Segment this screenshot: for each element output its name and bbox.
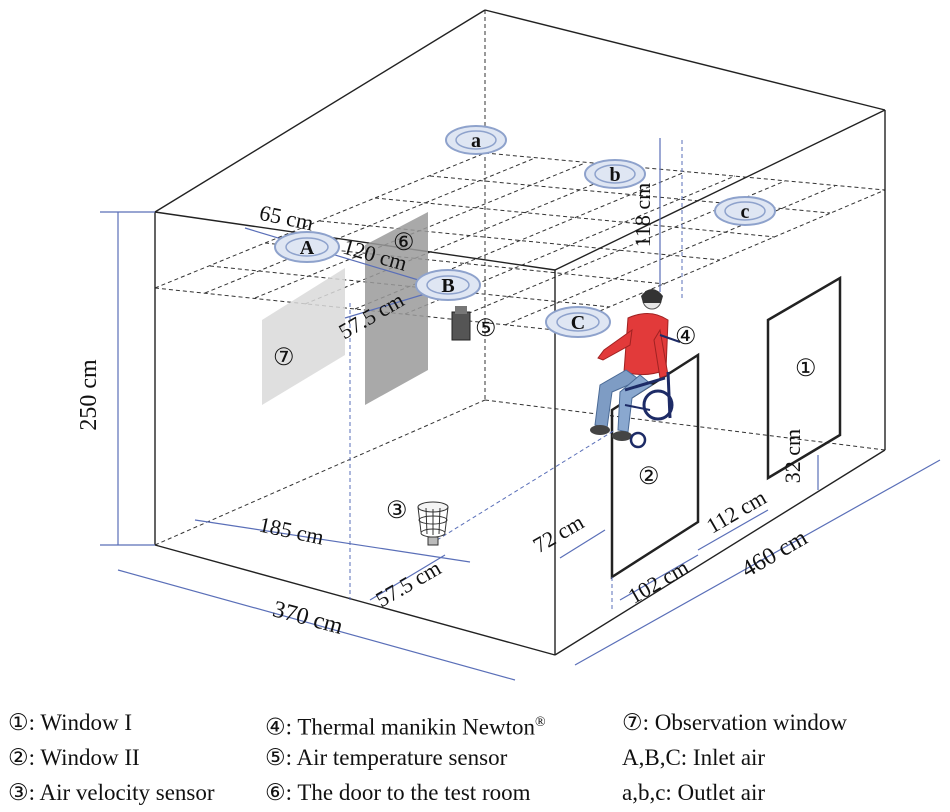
- legend-item-outlet-air: a,b,c: Outlet air: [622, 779, 765, 807]
- outlet-vent-b: b: [584, 159, 646, 189]
- inlet-label-b: B: [441, 275, 454, 297]
- legend-text: : Observation window: [642, 710, 848, 735]
- legend-marker: ①: [8, 710, 29, 735]
- legend-text: : Window II: [28, 745, 140, 770]
- legend-marker: ③: [8, 780, 29, 805]
- inlet-label-c: C: [571, 312, 585, 334]
- marker-window-ii: ②: [638, 464, 660, 490]
- dim-window-gap: 112 cm: [702, 485, 770, 539]
- legend-item-air-velocity-sensor: ③: Air velocity sensor: [8, 779, 215, 807]
- legend-text: A,B,C: Inlet air: [622, 745, 766, 770]
- marker-manikin: ④: [675, 324, 697, 350]
- hidden-edges: [154, 10, 886, 546]
- air-velocity-sensor: [417, 501, 449, 546]
- legend: ①: Window I ②: Window II ③: Air velocity…: [0, 703, 950, 812]
- legend-text: : Window I: [28, 710, 133, 735]
- inlet-label-a: A: [300, 237, 315, 259]
- air-temperature-sensor: [451, 306, 471, 341]
- legend-item-door: ⑥: The door to the test room: [265, 779, 531, 807]
- marker-observation-window: ⑦: [273, 345, 295, 371]
- thermal-manikin: [590, 289, 681, 449]
- marker-air-velocity-sensor: ③: [386, 498, 408, 524]
- dim-sensor3-x: 185 cm: [257, 512, 326, 550]
- dim-window2-offset: 72 cm: [528, 509, 588, 558]
- dim-height: 250 cm: [76, 359, 102, 431]
- dimension-lines: [100, 138, 941, 681]
- legend-item-window-i: ①: Window I: [8, 709, 132, 737]
- legend-marker: ⑥: [265, 780, 286, 805]
- legend-text: : Air velocity sensor: [28, 780, 215, 805]
- dimension-guides: [349, 140, 683, 610]
- door-to-test-room: [365, 212, 428, 405]
- legend-marker: ②: [8, 745, 29, 770]
- dim-outlet-height: 118 cm: [630, 183, 655, 248]
- inlet-vent-b: B: [415, 269, 481, 301]
- legend-text: a,b,c: Outlet air: [622, 780, 766, 805]
- dim-length: 460 cm: [737, 525, 812, 583]
- legend-item-thermal-manikin: ④: Thermal manikin Newton®: [265, 709, 546, 742]
- outlet-vent-a: a: [445, 125, 507, 155]
- legend-text: : Air temperature sensor: [285, 745, 508, 770]
- ceiling-grid: [154, 152, 886, 331]
- window-i: [766, 275, 842, 481]
- marker-door: ⑥: [393, 230, 415, 256]
- legend-marker: ④: [265, 714, 286, 740]
- legend-marker: ⑦: [622, 710, 643, 735]
- legend-item-inlet-air: A,B,C: Inlet air: [622, 744, 765, 772]
- observation-window: [262, 268, 345, 405]
- outlet-label-b: b: [609, 164, 620, 186]
- legend-marker: ⑤: [265, 745, 286, 770]
- marker-air-temperature-sensor: ⑤: [475, 316, 497, 342]
- test-room-diagram: a b c A B C: [76, 9, 941, 681]
- dim-window1-sill: 32 cm: [780, 429, 805, 483]
- room-box: [154, 9, 886, 656]
- legend-item-window-ii: ②: Window II: [8, 744, 140, 772]
- inlet-vent-a: A: [274, 231, 340, 263]
- dim-inlet-a: 65 cm: [257, 200, 315, 236]
- legend-text: : Thermal manikin Newton: [285, 714, 535, 740]
- dim-sensor3-y: 57.5 cm: [371, 555, 445, 612]
- inlet-vent-c: C: [545, 306, 611, 338]
- dim-width: 370 cm: [270, 596, 346, 640]
- outlet-vent-c: c: [714, 196, 776, 226]
- legend-text: : The door to the test room: [285, 780, 531, 805]
- marker-window-i: ①: [795, 356, 817, 382]
- legend-registered-mark: ®: [534, 715, 546, 730]
- outlet-label-a: a: [471, 130, 481, 152]
- outlet-label-c: c: [741, 201, 750, 223]
- legend-item-observation-window: ⑦: Observation window: [622, 709, 847, 737]
- legend-item-air-temperature-sensor: ⑤: Air temperature sensor: [265, 744, 507, 772]
